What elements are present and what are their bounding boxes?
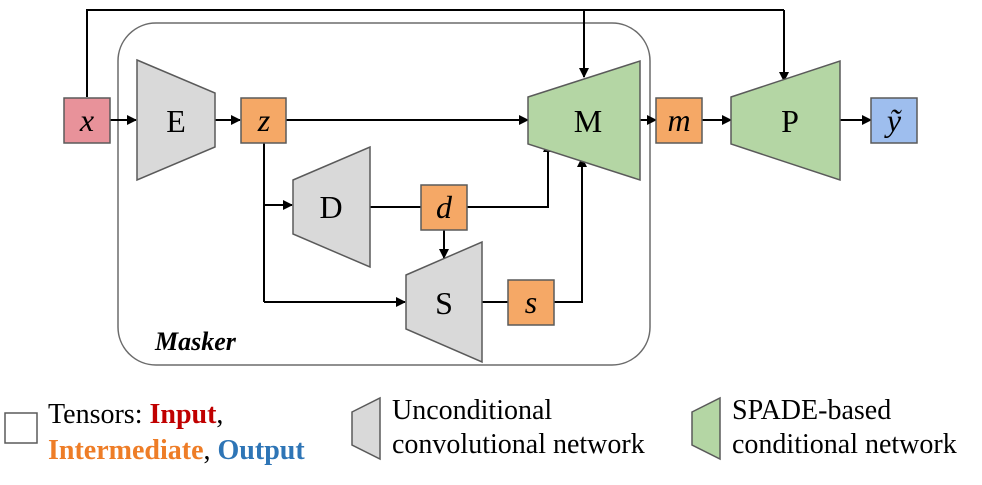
tensor-m-box bbox=[655, 97, 703, 144]
masker-m-label: M bbox=[574, 103, 602, 139]
tensor-d-label: d bbox=[436, 189, 453, 225]
legend-unconditional-line1: Unconditional bbox=[392, 395, 552, 426]
edge-s-tensor-to-m bbox=[554, 157, 587, 303]
tensor-y-label: ỹ bbox=[884, 102, 902, 138]
masker-container bbox=[117, 22, 651, 366]
edge-d-tensor-to-m bbox=[467, 142, 553, 208]
legend-spade-shape bbox=[691, 396, 721, 461]
legend-output: Output bbox=[218, 435, 306, 466]
decoder-d-shape bbox=[292, 145, 371, 269]
legend-unconditional-shape bbox=[351, 396, 381, 461]
legend-spade-line1: SPADE-based bbox=[732, 395, 891, 426]
masker-label: Masker bbox=[154, 327, 237, 356]
encoder-e-shape bbox=[136, 58, 216, 182]
segmenter-s-shape bbox=[405, 240, 483, 364]
legend-intermediate: Intermediate bbox=[48, 435, 204, 466]
legend-tensors-line1: Tensors: Input, bbox=[48, 399, 223, 430]
tensor-x-label: x bbox=[79, 102, 94, 138]
tensor-m-label: m bbox=[667, 102, 690, 138]
legend-comma-2: , bbox=[204, 435, 211, 466]
tensor-z-box bbox=[240, 97, 287, 144]
legend-unconditional-line2: convolutional network bbox=[392, 429, 645, 460]
edge-top-loop bbox=[86, 9, 784, 97]
tensor-s-box bbox=[507, 279, 555, 326]
legend-tensors-line2: Intermediate,Output bbox=[48, 435, 305, 466]
legend-tensors-prefix: Tensors: bbox=[48, 399, 149, 430]
decoder-d-label: D bbox=[319, 189, 342, 225]
tensor-s-label: s bbox=[525, 284, 537, 320]
painter-p-shape bbox=[730, 59, 841, 182]
tensor-y-box bbox=[870, 97, 918, 144]
legend-comma-1: , bbox=[216, 399, 223, 430]
tensor-d-box bbox=[420, 184, 468, 231]
edges bbox=[86, 9, 872, 307]
legend-tensor-box bbox=[4, 412, 38, 444]
legend-input: Input bbox=[149, 399, 217, 430]
encoder-e-label: E bbox=[166, 103, 186, 139]
legend-spade-line2: conditional network bbox=[732, 429, 957, 460]
painter-p-label: P bbox=[781, 103, 799, 139]
tensor-x-box bbox=[63, 97, 111, 144]
segmenter-s-label: S bbox=[435, 285, 453, 321]
masker-m-shape bbox=[527, 59, 641, 182]
tensor-z-label: z bbox=[257, 102, 271, 138]
